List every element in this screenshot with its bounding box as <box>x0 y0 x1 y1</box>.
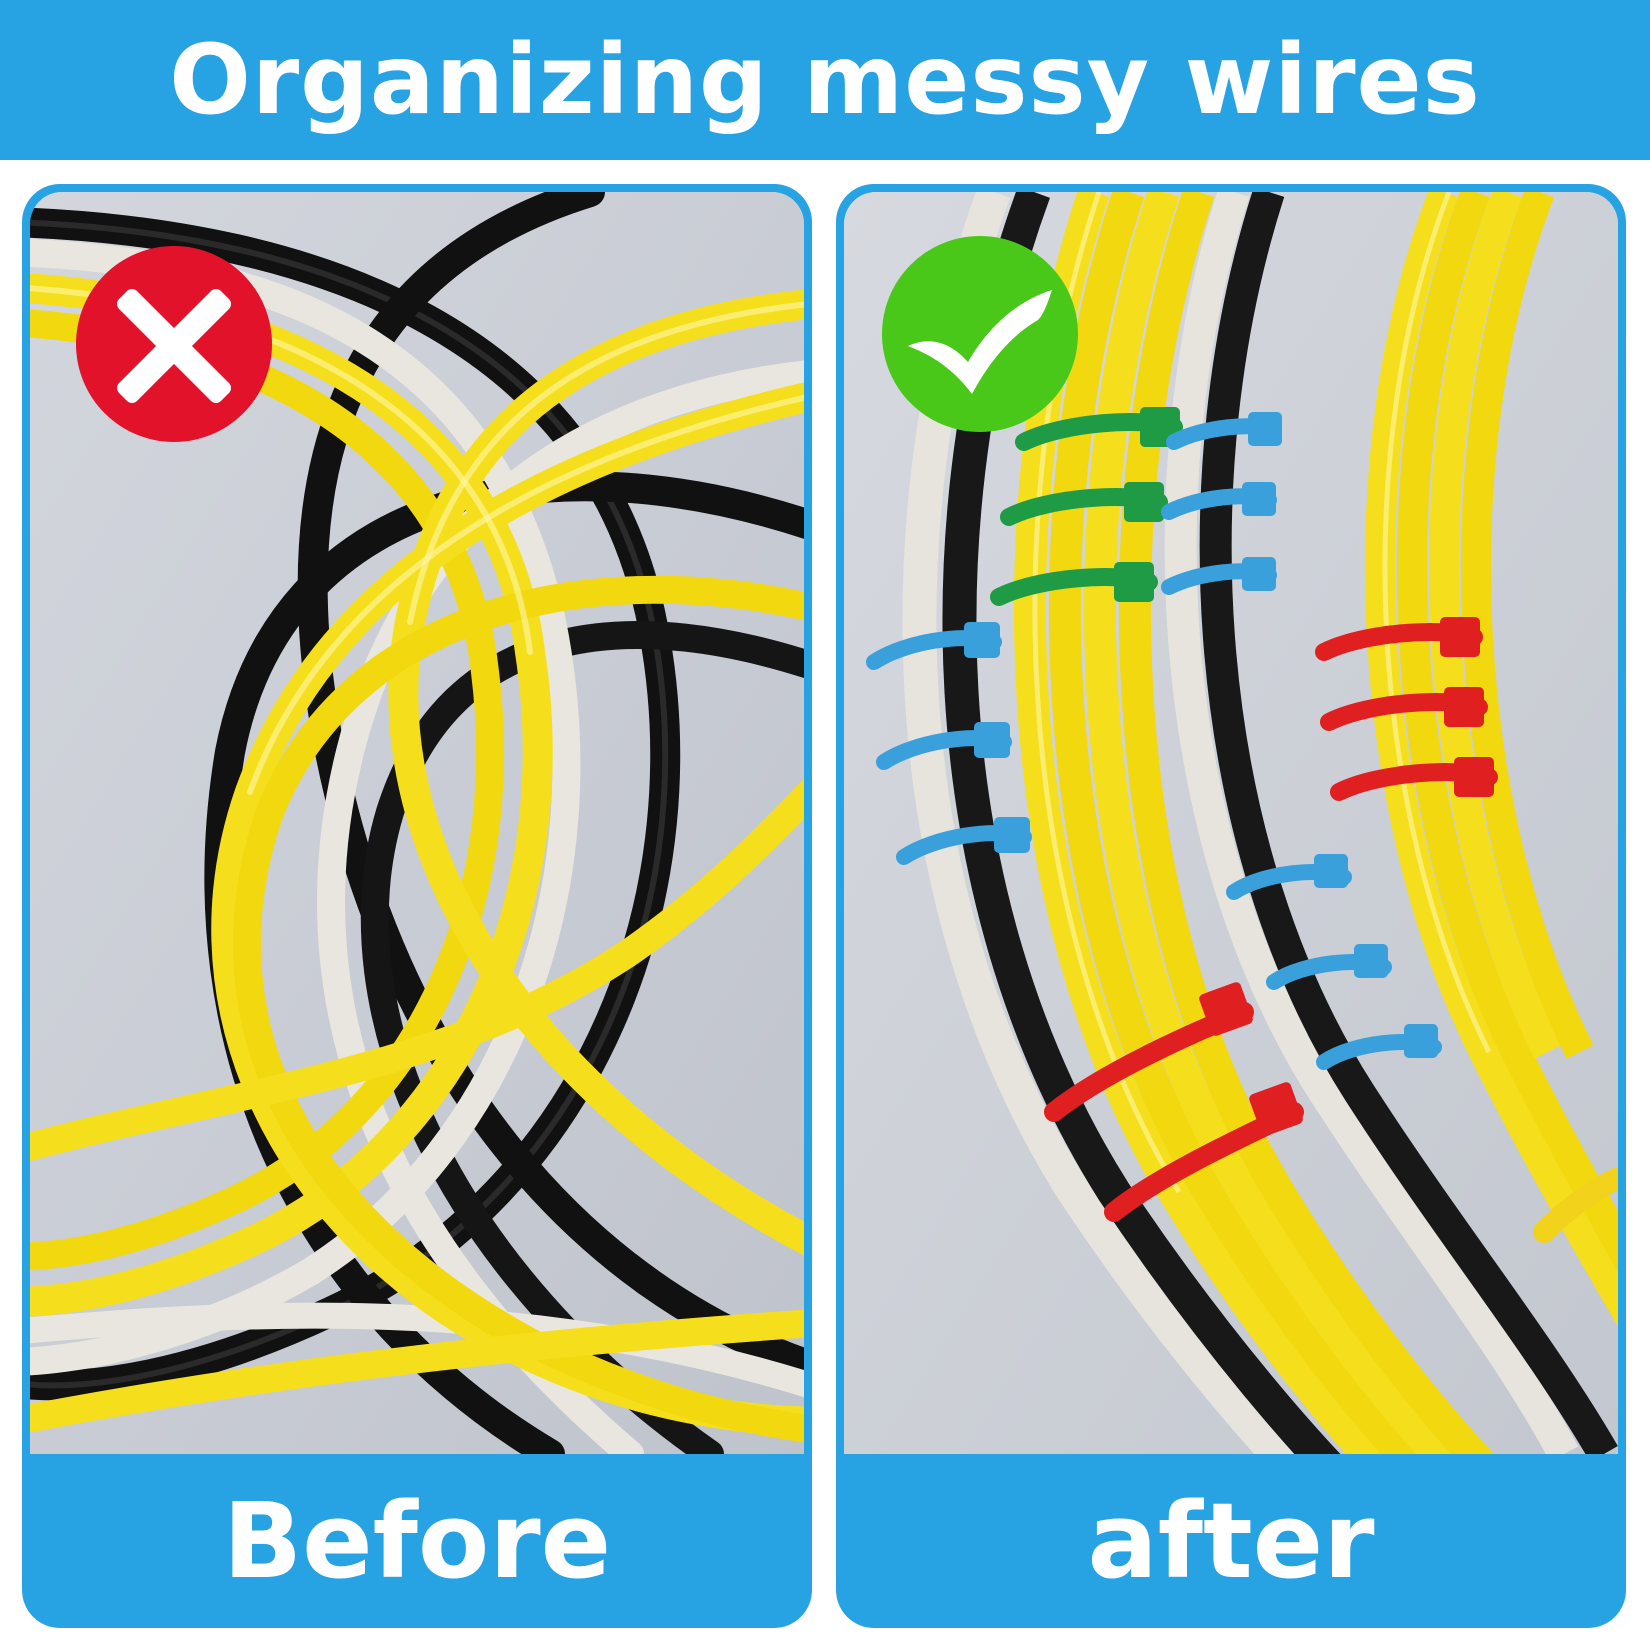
check-mark-icon <box>880 234 1080 434</box>
after-label: after <box>1087 1480 1375 1602</box>
before-label: Before <box>222 1480 612 1602</box>
after-panel: after <box>836 184 1626 1628</box>
page-title: Organizing messy wires <box>169 24 1481 136</box>
header-bar: Organizing messy wires <box>0 0 1650 160</box>
before-panel: Before <box>22 184 812 1628</box>
x-mark-icon <box>74 244 274 444</box>
before-photo <box>30 192 804 1454</box>
